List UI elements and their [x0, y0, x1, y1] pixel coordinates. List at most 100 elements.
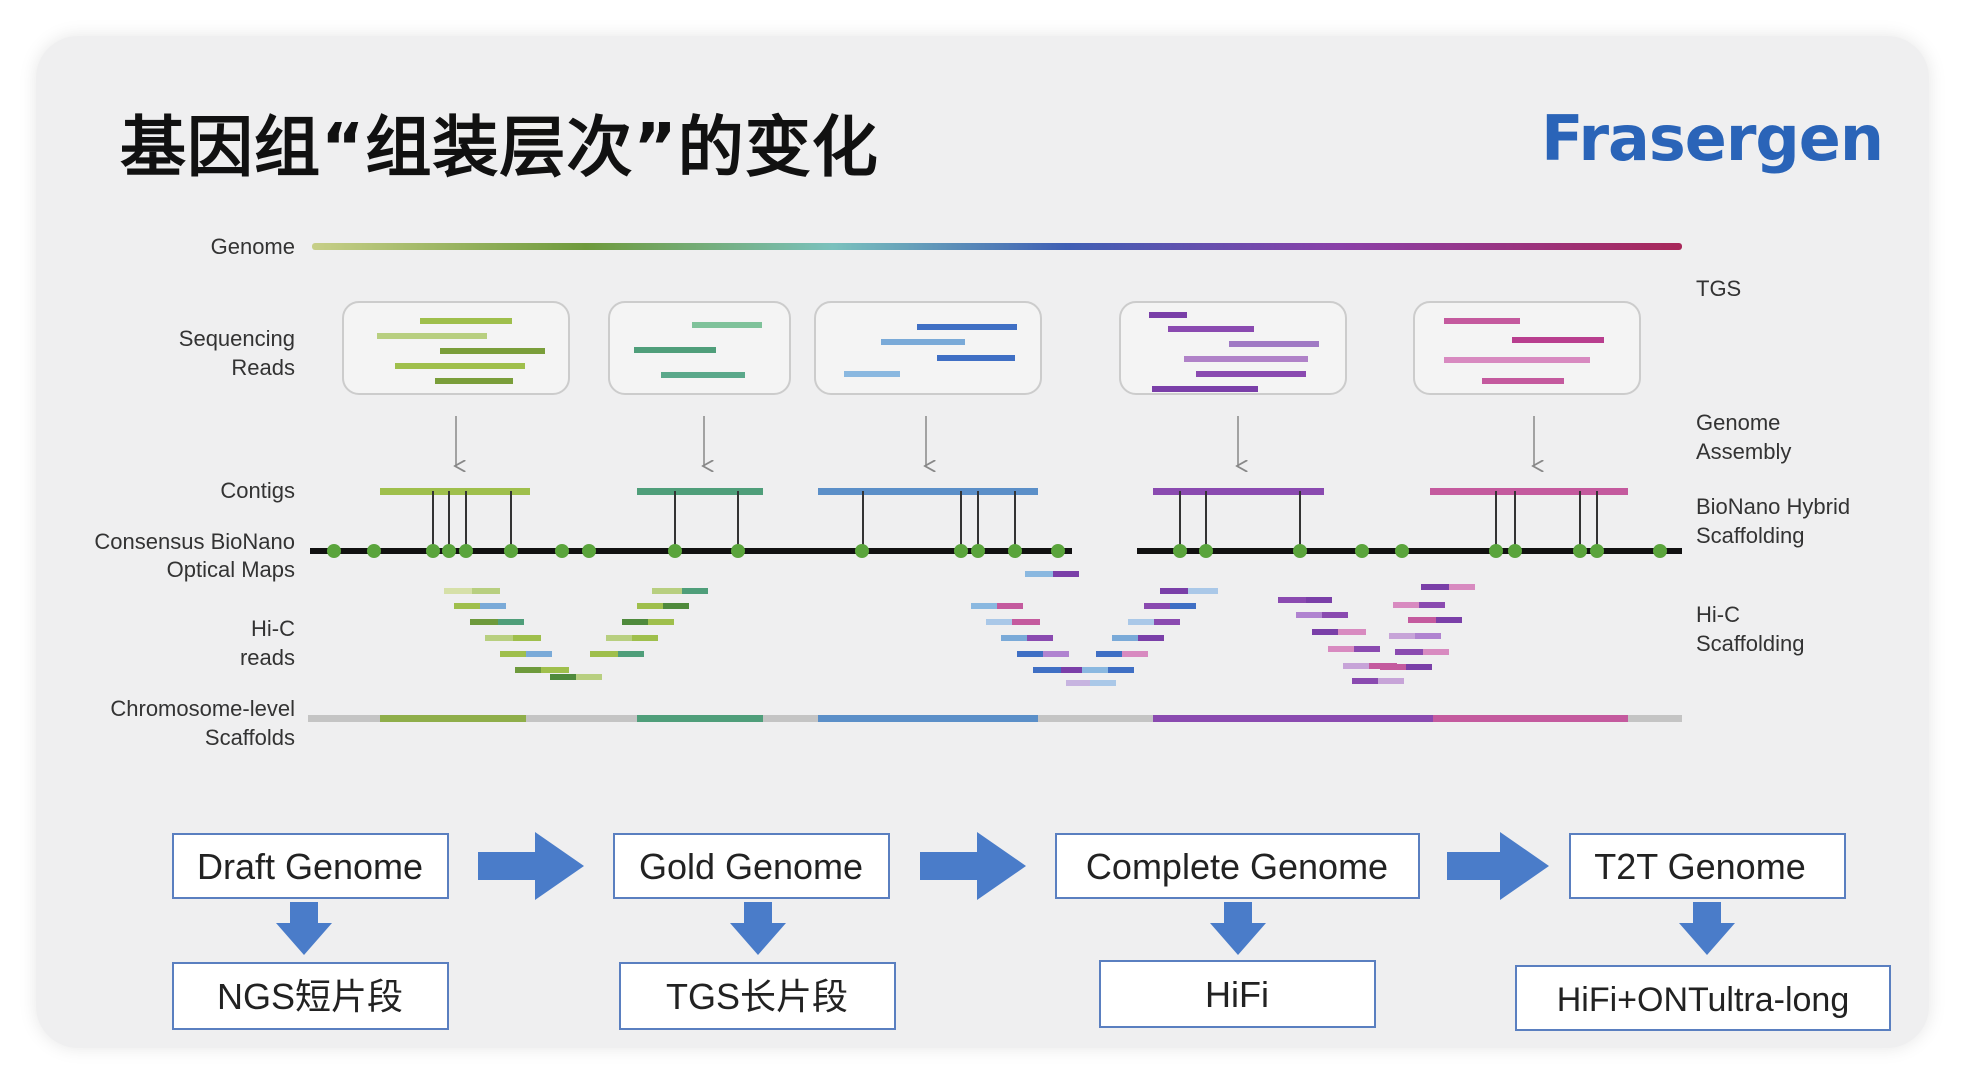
label-tgs: TGS — [1696, 276, 1741, 301]
read-2 — [377, 333, 487, 339]
optical-site-16 — [1173, 544, 1187, 558]
optical-map-1 — [310, 548, 1072, 554]
hic-read-21-a — [1144, 603, 1170, 609]
contig-2 — [637, 488, 763, 495]
read-1 — [420, 318, 512, 324]
hic-read-1-b — [472, 588, 500, 594]
read-14 — [1168, 326, 1254, 332]
flow-arrow-right-2 — [920, 832, 1026, 900]
hic-read-35-b — [1415, 633, 1441, 639]
hic-read-24-a — [1096, 651, 1122, 657]
stage-t2t-genome: T2T Genome — [1594, 846, 1805, 887]
flow-arrow-right-1 — [478, 832, 584, 900]
optical-site-23 — [1573, 544, 1587, 558]
hic-read-32-a — [1421, 584, 1449, 590]
hic-read-24-b — [1122, 651, 1148, 657]
stage-complete-genome: Complete Genome — [1086, 846, 1388, 887]
hic-read-7-b — [576, 674, 602, 680]
hic-read-7-a — [550, 674, 576, 680]
flow-arrow-down-2 — [730, 902, 786, 955]
hic-read-34-b — [1436, 617, 1462, 623]
flow-arrow-right-3 — [1447, 832, 1549, 900]
hic-read-22-a — [1128, 619, 1154, 625]
label-contigs: Contigs — [220, 478, 295, 503]
label-bionano-hybrid-2: Scaffolding — [1696, 523, 1804, 548]
reads-box-5 — [1413, 301, 1641, 395]
hic-read-6-b — [541, 667, 569, 673]
hic-read-23-b — [1138, 635, 1164, 641]
hic-read-4-b — [513, 635, 541, 641]
tech-box-tgs — [619, 962, 896, 1030]
hic-read-5-b — [526, 651, 552, 657]
hic-reads — [444, 571, 1475, 686]
read-9 — [917, 324, 1017, 330]
read-15 — [1229, 341, 1319, 347]
hic-read-31-b — [1378, 678, 1404, 684]
hic-read-16-a — [1001, 635, 1027, 641]
optical-site-11 — [855, 544, 869, 558]
hic-read-12-a — [590, 651, 618, 657]
hic-read-9-a — [637, 603, 663, 609]
label-hic-2: reads — [240, 645, 295, 670]
hic-read-4-a — [485, 635, 513, 641]
stage-box-complete — [1055, 833, 1420, 899]
tech-hifi: HiFi — [1205, 974, 1269, 1015]
scaffold-segment-5 — [1433, 715, 1628, 722]
hic-read-15-b — [1012, 619, 1040, 625]
flow-arrow-down-1 — [276, 902, 332, 955]
hic-read-27-a — [1296, 612, 1322, 618]
hic-read-28-a — [1312, 629, 1338, 635]
hic-read-32-b — [1449, 584, 1475, 590]
optical-site-7 — [555, 544, 569, 558]
hic-read-5-a — [500, 651, 526, 657]
read-11 — [937, 355, 1015, 361]
read-17 — [1196, 371, 1306, 377]
label-sequencing-reads-1: Sequencing — [179, 326, 295, 351]
hic-read-26-b — [1306, 597, 1332, 603]
optical-site-3 — [426, 544, 440, 558]
optical-site-9 — [668, 544, 682, 558]
read-8 — [661, 372, 745, 378]
hic-read-10-b — [648, 619, 674, 625]
hic-read-15-a — [986, 619, 1012, 625]
hic-read-20-b — [1188, 588, 1218, 594]
hic-read-27-b — [1322, 612, 1348, 618]
hic-read-11-a — [606, 635, 632, 641]
stage-draft-genome: Draft Genome — [197, 846, 423, 887]
label-hic-1: Hi-C — [251, 616, 295, 641]
read-22 — [1482, 378, 1564, 384]
read-10 — [881, 339, 965, 345]
hic-read-19-a — [1066, 680, 1090, 686]
read-16 — [1184, 356, 1308, 362]
hic-read-16-b — [1027, 635, 1053, 641]
genome-bar — [312, 243, 1682, 250]
hic-read-37-b — [1406, 664, 1432, 670]
flow-arrow-down-3 — [1210, 902, 1266, 955]
hic-read-20-a — [1160, 588, 1188, 594]
hic-read-13-b — [1053, 571, 1079, 577]
hic-read-14-b — [997, 603, 1023, 609]
label-chromosome-1: Chromosome-level — [110, 696, 295, 721]
hic-read-25-b — [1108, 667, 1134, 673]
hic-read-37-a — [1380, 664, 1406, 670]
optical-site-12 — [954, 544, 968, 558]
hic-read-36-b — [1423, 649, 1449, 655]
read-19 — [1444, 318, 1520, 324]
optical-site-22 — [1508, 544, 1522, 558]
hic-read-36-a — [1395, 649, 1423, 655]
optical-map-2 — [1137, 548, 1682, 554]
optical-site-10 — [731, 544, 745, 558]
stage-gold-genome: Gold Genome — [639, 846, 863, 887]
contig-1 — [380, 488, 530, 495]
hic-read-9-b — [663, 603, 689, 609]
hic-read-35-a — [1389, 633, 1415, 639]
optical-site-18 — [1293, 544, 1307, 558]
hic-read-8-b — [682, 588, 708, 594]
label-bionano-hybrid-1: BioNano Hybrid — [1696, 494, 1850, 519]
hic-read-12-b — [618, 651, 644, 657]
contig-5 — [1430, 488, 1628, 495]
read-4 — [395, 363, 525, 369]
read-21 — [1444, 357, 1590, 363]
label-bionano-2: Optical Maps — [167, 557, 295, 582]
